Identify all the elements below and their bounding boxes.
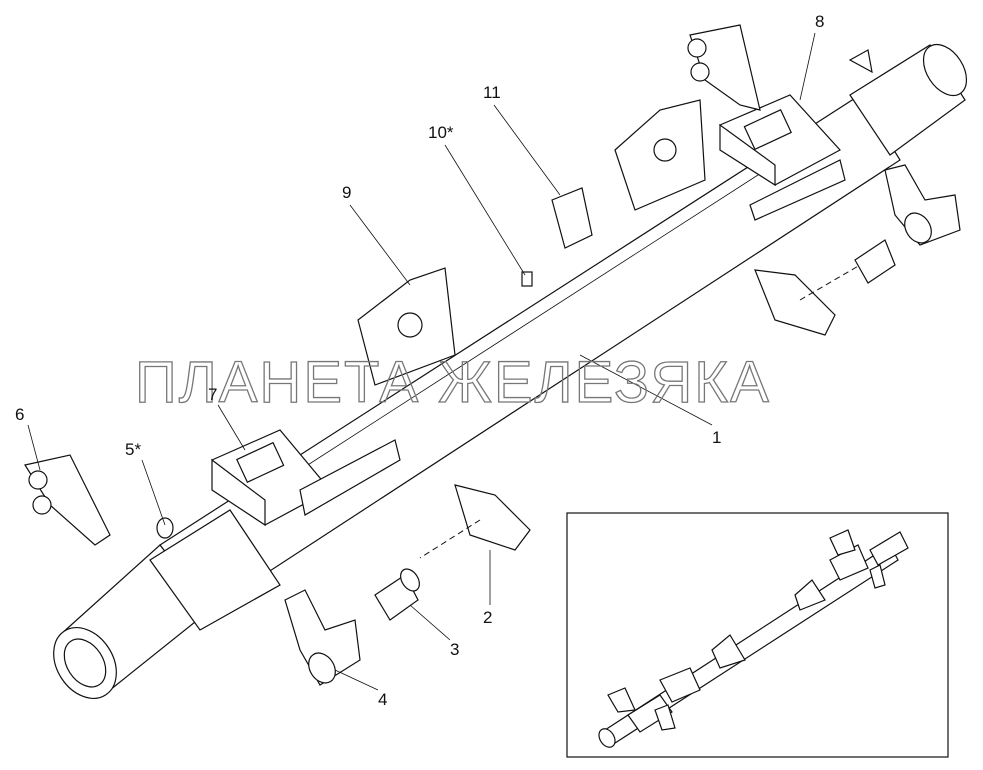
bushing-right [854, 239, 896, 284]
callout-8: 8 [815, 12, 824, 31]
callout-10: 10* [428, 123, 454, 142]
watermark: ПЛАНЕТА ЖЕЛЕЗЯКА [135, 350, 771, 415]
callout-7: 7 [208, 385, 217, 404]
clip-part-11 [551, 187, 593, 249]
callout-4: 4 [378, 690, 387, 709]
leader-lines [27, 32, 816, 691]
callout-1: 1 [712, 428, 721, 447]
clip-upper-right [848, 49, 873, 74]
sleeve-part-5 [156, 517, 174, 539]
callout-2: 2 [483, 608, 492, 627]
bracket-part-6 [24, 454, 111, 546]
bracket-upper-right [687, 24, 761, 111]
bushing-part-3 [374, 568, 420, 621]
callout-9: 9 [342, 183, 351, 202]
flange-part-2 [419, 484, 531, 559]
plate-part-9 [357, 267, 456, 386]
bracket-part-7 [211, 429, 401, 527]
lever-right [884, 164, 961, 246]
flange-right [754, 264, 861, 336]
inset-overview [566, 512, 949, 758]
plate-upper [614, 99, 706, 211]
callout-3: 3 [450, 640, 459, 659]
bracket-part-8 [718, 94, 846, 221]
callout-6: 6 [15, 405, 24, 424]
pin-part-10 [521, 271, 533, 287]
callout-11: 11 [483, 83, 501, 102]
callout-5: 5* [125, 440, 141, 459]
lever-part-4 [284, 589, 361, 686]
